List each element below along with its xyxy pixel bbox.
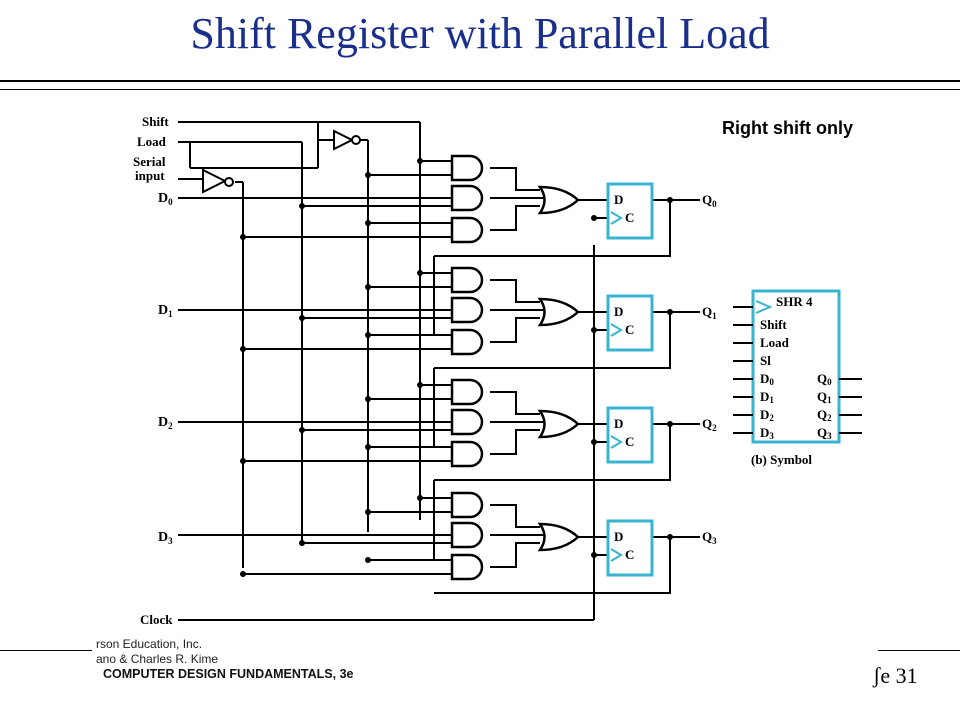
- load-label: Load: [137, 134, 167, 149]
- inverter-shift: [333, 129, 361, 151]
- shr4-pin-q3: Q3: [817, 425, 832, 441]
- stage-1-or-gate: [538, 297, 580, 327]
- stage-2-or-gate: [538, 409, 580, 439]
- shr4-pin-d3: D3: [760, 425, 774, 441]
- serial-label-1: Serial: [133, 154, 166, 169]
- shr4-name: SHR 4: [776, 294, 813, 309]
- shr4-box: [751, 289, 841, 444]
- stage-1-flipflop: [606, 294, 654, 352]
- stage-2-and-gate-1: [450, 408, 484, 436]
- stage-0-flipflop: [606, 182, 654, 240]
- footer-rule-left: [0, 650, 92, 651]
- stage-0-ff-d-label: D: [614, 192, 623, 207]
- d0-label: D0: [158, 191, 173, 207]
- page-number: ʃe 31: [873, 663, 918, 688]
- stage-2-and-gate-2: [450, 440, 484, 468]
- stage-1-and-gate-1: [450, 296, 484, 324]
- stage-2-q-label: Q2: [702, 416, 717, 433]
- stage-1-ff-d-label: D: [614, 304, 623, 319]
- stage-3-ff-c-label: C: [625, 547, 634, 562]
- shr4-pin-q0: Q0: [817, 371, 832, 387]
- footer-rule-right: [878, 650, 960, 651]
- shr4-pin-d2: D2: [760, 407, 774, 423]
- stage-0-q-label: Q0: [702, 192, 717, 209]
- stage-3-wires: [178, 497, 700, 594]
- stage-2-and-gate-0: [450, 378, 484, 406]
- shift-label: Shift: [142, 114, 169, 129]
- stage-0-wires: [178, 160, 700, 335]
- stage-2-flipflop: [606, 406, 654, 464]
- shr4-caption: (b) Symbol: [751, 452, 812, 467]
- stage-3-and-gate-1: [450, 521, 484, 549]
- stage-3-ff-d-label: D: [614, 529, 623, 544]
- shr4-pin-load: Load: [760, 335, 790, 350]
- slide-title: Shift Register with Parallel Load: [190, 9, 770, 58]
- d2-label: D2: [158, 415, 173, 431]
- stage-0-and-gate-1: [450, 184, 484, 212]
- stage-1-clock-mark: [610, 323, 623, 337]
- shr4-pin-d0: D0: [760, 371, 774, 387]
- stage-1-q-label: Q1: [702, 304, 717, 321]
- shr4-pin-d1: D1: [760, 389, 774, 405]
- stage-2-ff-d-label: D: [614, 416, 623, 431]
- credit-book: COMPUTER DESIGN FUNDAMENTALS, 3e: [103, 667, 354, 681]
- stage-0-clock-mark: [610, 211, 623, 225]
- stage-0-ff-c-label: C: [625, 210, 634, 225]
- right-shift-note: Right shift only: [722, 118, 853, 138]
- d1-label: D1: [158, 303, 173, 319]
- stage-3-and-gate-2: [450, 553, 484, 581]
- shr4-pin-q2: Q2: [817, 407, 832, 423]
- stage-1-ff-c-label: C: [625, 322, 634, 337]
- stage-3-flipflop: [606, 519, 654, 577]
- stage-3-or-gate: [538, 522, 580, 552]
- shr4-symbol: SHR 4 Shift Load Sl D0 D1 D2 D3 Q0 Q1 Q2…: [733, 289, 862, 467]
- inverter-serial: [202, 168, 234, 194]
- shr4-pin-sl: Sl: [760, 353, 771, 368]
- d3-label: D3: [158, 530, 173, 546]
- clock-label: Clock: [140, 612, 173, 627]
- stage-1-and-gate-2: [450, 328, 484, 356]
- stage-2-ff-c-label: C: [625, 434, 634, 449]
- stage-0-and-gate-0: [450, 154, 484, 182]
- serial-label-2: input: [135, 168, 165, 183]
- stage-3: DC Q3: [178, 491, 717, 594]
- credit-authors: ano & Charles R. Kime: [96, 652, 219, 666]
- stage-1-wires: [178, 272, 700, 447]
- control-wires: [178, 121, 595, 621]
- credit-publisher: rson Education, Inc.: [96, 637, 203, 651]
- stage-0-and-gate-2: [450, 216, 484, 244]
- title-rule-thick: [0, 80, 960, 82]
- stage-3-clock-mark: [610, 548, 623, 562]
- stage-3-q-label: Q3: [702, 529, 717, 546]
- stage-0-or-gate: [538, 185, 580, 215]
- stage-2-wires: [178, 384, 700, 560]
- shr4-clock-mark: [755, 300, 773, 314]
- stage-3-and-gate-0: [450, 491, 484, 519]
- stage-2-clock-mark: [610, 435, 623, 449]
- stage-1-and-gate-0: [450, 266, 484, 294]
- shr4-pin-shift: Shift: [760, 317, 787, 332]
- title-rule-thin: [0, 89, 960, 90]
- shr4-pin-q1: Q1: [817, 389, 832, 405]
